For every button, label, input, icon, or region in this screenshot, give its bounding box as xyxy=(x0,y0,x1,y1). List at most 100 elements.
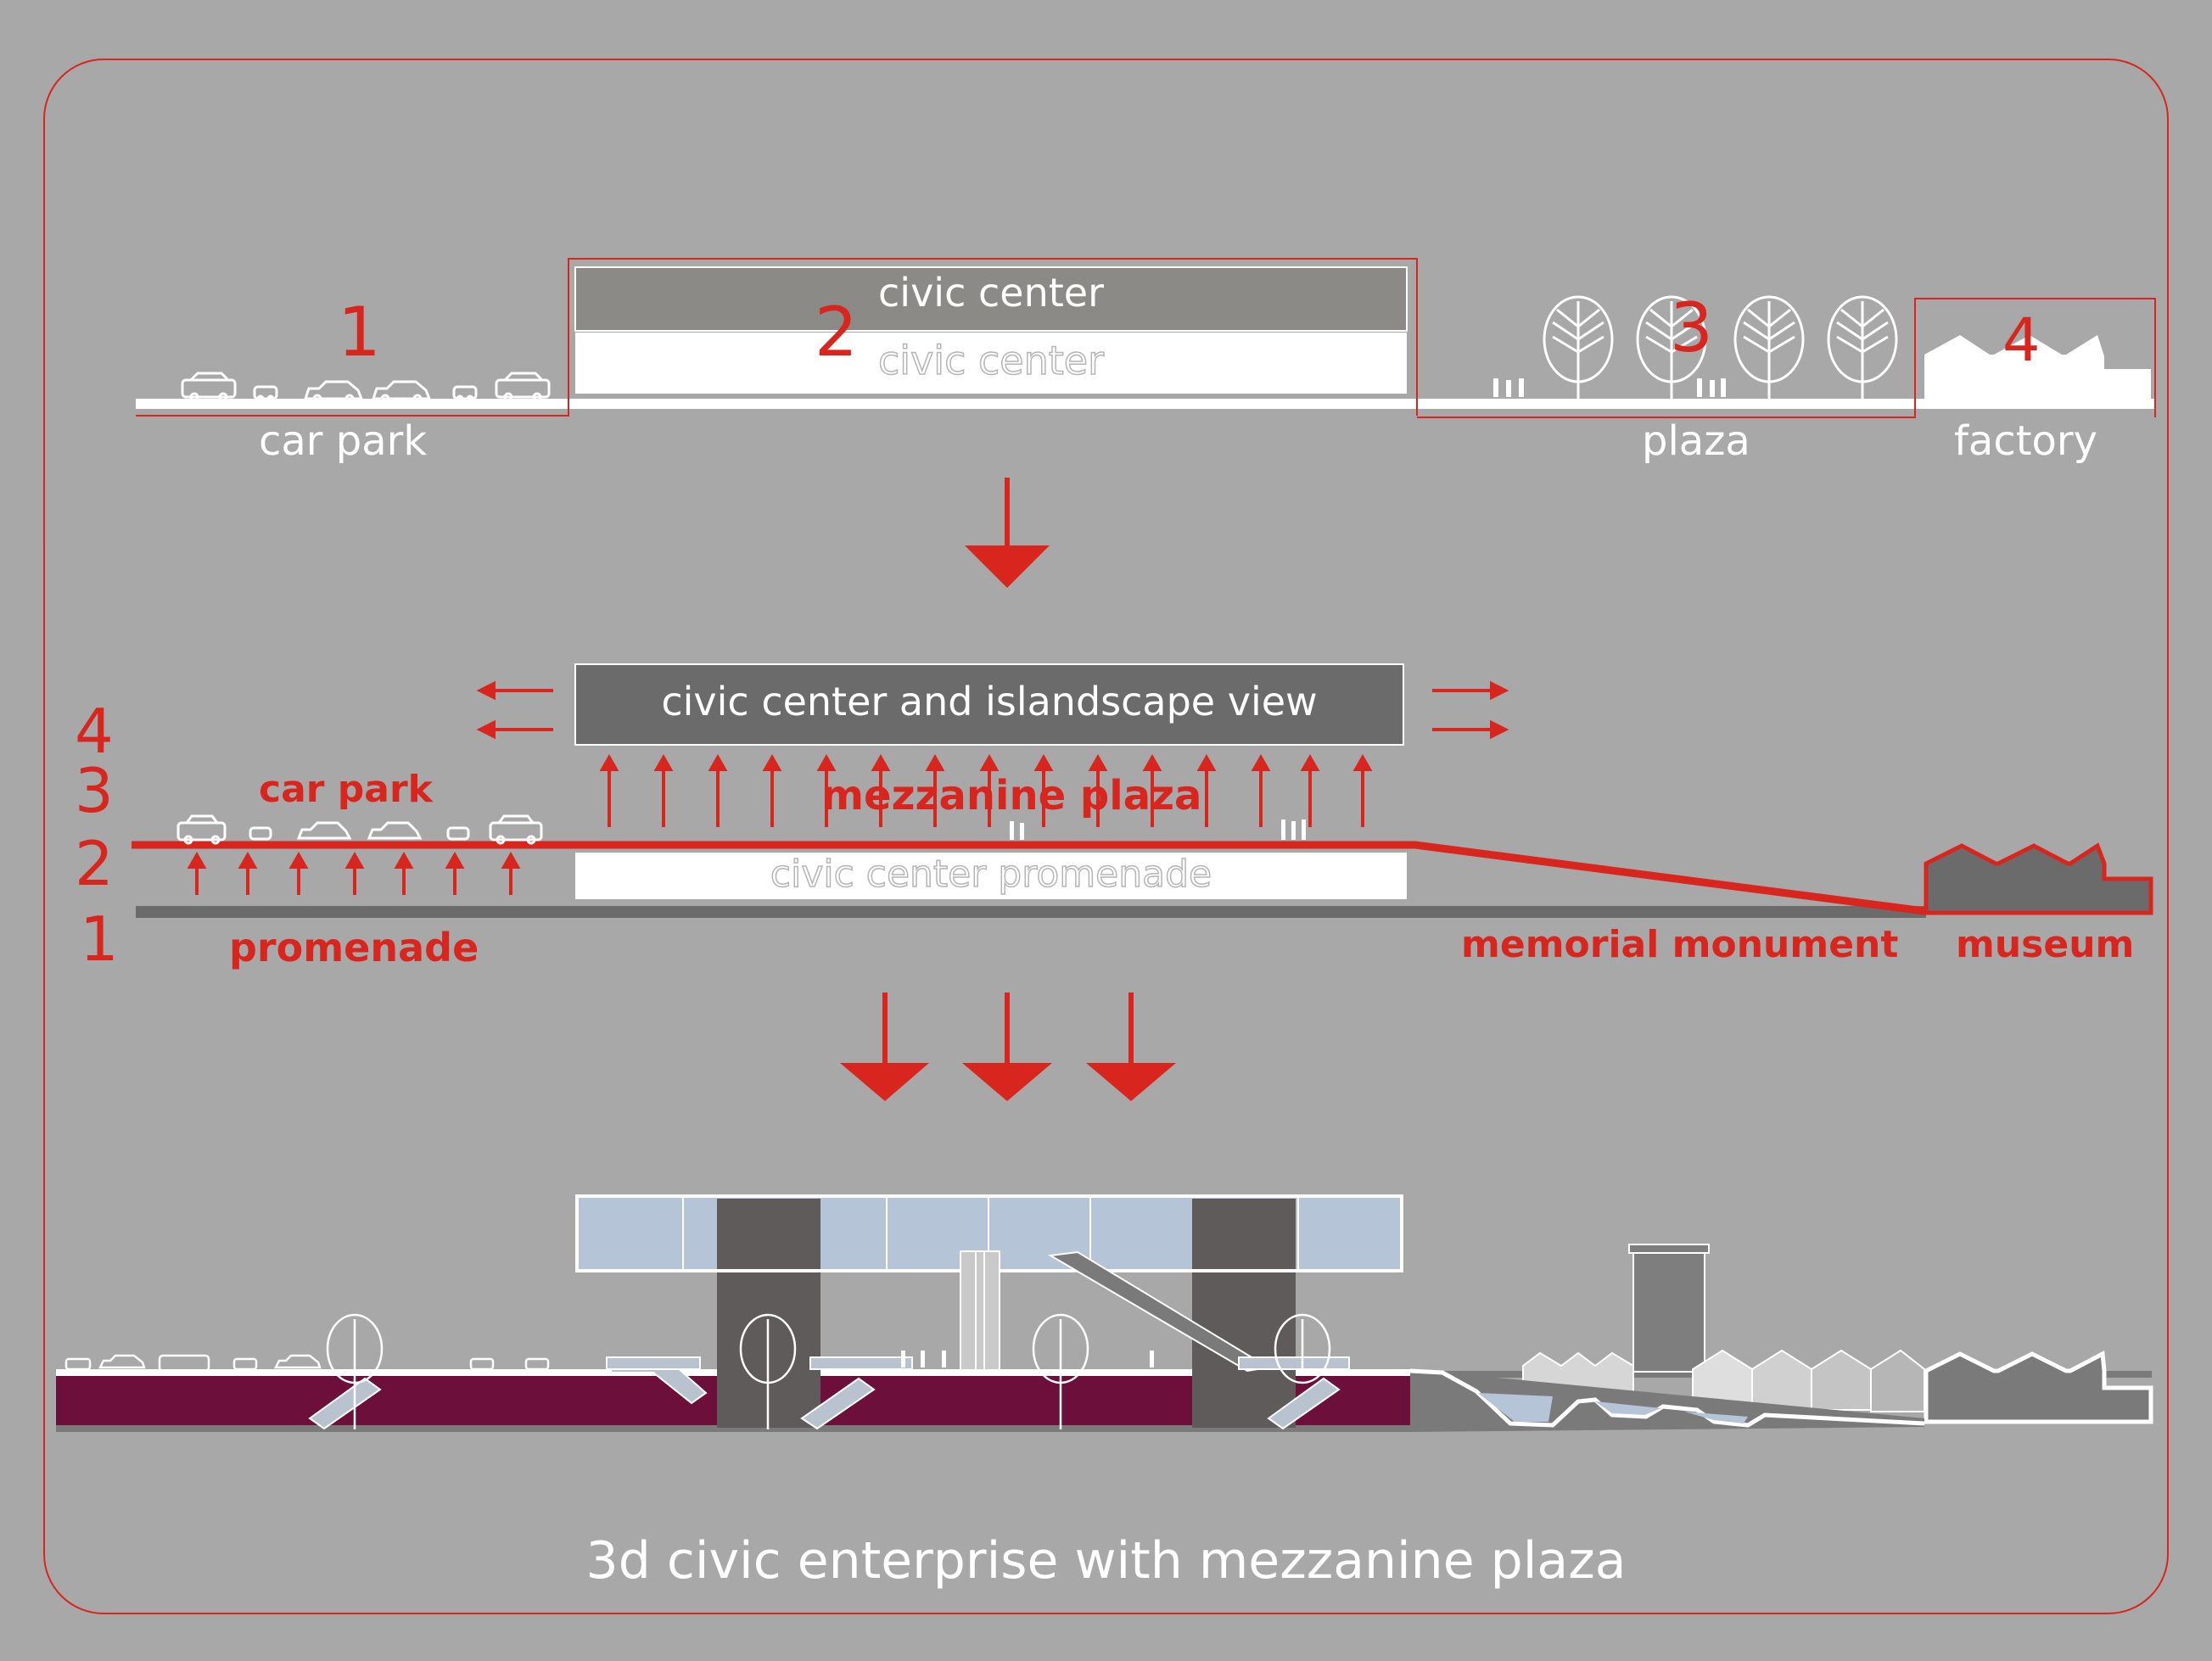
ground-platforms xyxy=(606,1356,1350,1370)
stage2-people xyxy=(1010,819,1306,840)
car-icon xyxy=(249,826,272,841)
car-icon xyxy=(253,385,278,403)
stage2-section xyxy=(132,663,2153,918)
stage3-trees xyxy=(326,1313,1331,1429)
car-park-label: car park xyxy=(259,417,428,465)
person-icon xyxy=(942,1351,946,1367)
person-icon xyxy=(1281,819,1285,840)
person-icon xyxy=(1020,823,1024,840)
plaza-label: plaza xyxy=(1642,417,1750,465)
person-icon xyxy=(1697,378,1702,397)
mezzanine-line xyxy=(132,841,1925,915)
civic-center-ghost-block xyxy=(575,333,1407,394)
car-icon xyxy=(273,1354,322,1369)
glass-mullions xyxy=(682,1198,1299,1269)
stage1-ground xyxy=(136,399,2155,409)
memorial-label: memorial monument xyxy=(1461,923,1899,966)
tower xyxy=(1632,1244,1705,1373)
triple-down-arrows xyxy=(840,993,1176,1101)
car-icon xyxy=(452,385,478,403)
car-icon xyxy=(371,380,432,404)
zone1-outline xyxy=(136,258,1418,417)
level-number-4: 4 xyxy=(75,696,114,767)
car-icon xyxy=(296,821,352,840)
promenade-label: promenade xyxy=(229,925,479,970)
tree-icon xyxy=(1636,295,1707,399)
tree-icon xyxy=(1543,295,1614,399)
outer-frame xyxy=(43,59,2169,1614)
tree-icon xyxy=(1274,1313,1331,1384)
plinth-base xyxy=(56,1425,1410,1432)
promenade-box-label: civic center promenade xyxy=(770,852,1212,897)
up-arrows-left xyxy=(187,851,521,895)
car-icon xyxy=(176,814,227,845)
person-icon xyxy=(901,1351,905,1367)
stage2-ground xyxy=(136,906,1926,918)
houses-light xyxy=(1522,1349,1925,1412)
zone-number-4: 4 xyxy=(2002,305,2041,375)
side-arrows xyxy=(476,680,1509,740)
person-icon xyxy=(1291,821,1296,840)
car-icon xyxy=(98,1354,146,1369)
civic-center-title: civic center xyxy=(878,270,1104,316)
person-icon xyxy=(1710,380,1715,397)
up-arrows-center xyxy=(599,753,1373,827)
stage2-cars xyxy=(176,814,543,845)
car-icon xyxy=(524,1357,550,1371)
factory-label: factory xyxy=(1954,417,2098,465)
car-icon xyxy=(181,372,237,402)
diagram-caption: 3d civic enterprise with mezzanine plaza xyxy=(585,1531,1627,1591)
down-arrow xyxy=(965,478,1050,588)
stage1-section xyxy=(136,258,2156,418)
car-icon xyxy=(303,380,364,404)
person-icon xyxy=(1302,819,1306,840)
tree-icon xyxy=(1032,1313,1089,1429)
person-icon xyxy=(1519,378,1524,397)
level-number-2: 2 xyxy=(75,828,114,899)
person-icon xyxy=(1506,380,1511,397)
car-icon xyxy=(158,1354,210,1373)
person-icon xyxy=(921,1351,925,1367)
stage1-cars xyxy=(181,372,551,404)
museum-building xyxy=(1924,842,2153,915)
car-icon xyxy=(232,1357,258,1371)
tree-icon xyxy=(739,1313,797,1429)
glass-core-left xyxy=(717,1199,820,1269)
zone3-outline xyxy=(1417,298,2156,418)
museum-3d xyxy=(1924,1351,2153,1424)
level-number-3: 3 xyxy=(75,755,114,826)
stage3-section xyxy=(56,1194,2153,1432)
car-icon xyxy=(495,372,551,402)
tree-icon xyxy=(1733,295,1805,399)
mezzanine-plaza-label: mezzanine plaza xyxy=(821,772,1202,819)
person-icon xyxy=(1150,1351,1154,1367)
civic-center-block xyxy=(574,266,1408,332)
zone-number-3: 3 xyxy=(1670,288,1713,367)
tower-top xyxy=(1628,1244,1710,1254)
car-icon xyxy=(469,1357,495,1371)
stage3-cars xyxy=(64,1354,550,1373)
civic-center-ghost-label: civic center xyxy=(877,337,1104,384)
museum-label: museum xyxy=(1956,923,2135,966)
view-box xyxy=(574,663,1404,746)
water-pools xyxy=(1478,1393,1748,1423)
tree-icon xyxy=(326,1313,384,1429)
zone-number-1: 1 xyxy=(338,293,381,372)
car-icon xyxy=(367,821,423,840)
tree-icon xyxy=(1827,295,1898,399)
view-box-label: civic center and islandscape view xyxy=(661,679,1318,724)
car-icon xyxy=(489,814,543,845)
person-icon xyxy=(1010,821,1014,840)
car-icon xyxy=(446,826,470,841)
promenade-box xyxy=(575,853,1407,899)
stage3-people xyxy=(901,1351,1154,1367)
stage2-car-park-label: car park xyxy=(259,768,433,811)
car-icon xyxy=(64,1357,92,1371)
landscape-edge xyxy=(1409,1368,1925,1428)
glass-core-right xyxy=(1192,1199,1296,1269)
factory-building xyxy=(1924,335,2151,409)
plinth-ramps xyxy=(308,1361,1341,1430)
person-icon xyxy=(1721,378,1726,397)
level-number-1: 1 xyxy=(80,903,119,975)
